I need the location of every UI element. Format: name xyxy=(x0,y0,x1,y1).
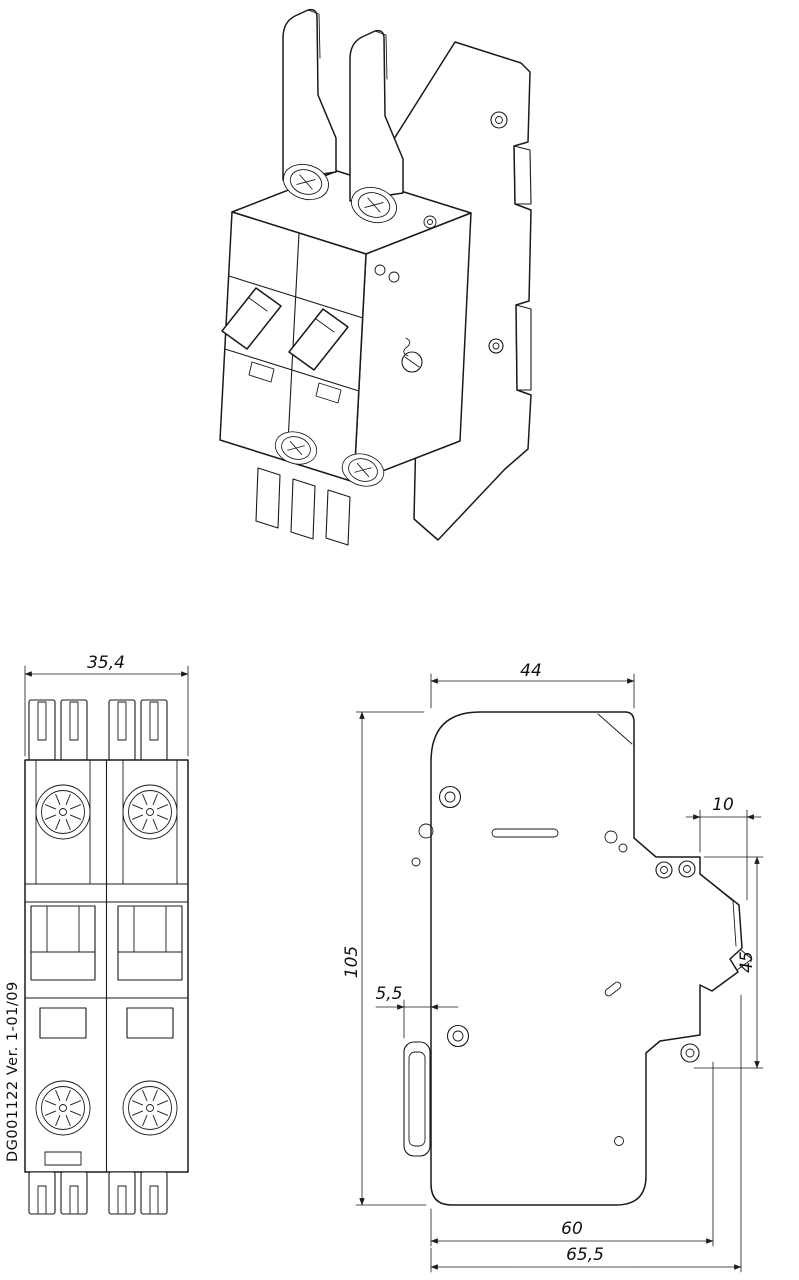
hole-right-1 xyxy=(604,830,618,844)
indicator-hole-1 xyxy=(374,264,386,276)
toggle-band-lines xyxy=(224,275,364,392)
dim-height-label: 105 xyxy=(342,946,362,978)
side-screw-slot xyxy=(404,356,420,368)
mount-hole-bottom-inner xyxy=(492,342,500,350)
side-hole-inner xyxy=(427,219,433,225)
hole-bottom-right xyxy=(680,1043,700,1063)
dim-foot-offset: 5,5 xyxy=(375,984,459,1039)
indicator-hole-2 xyxy=(388,271,400,283)
din-slider-tab-inner xyxy=(408,1051,426,1147)
side-view xyxy=(403,711,753,1206)
mount-hole-top xyxy=(490,111,508,129)
dim-din-rail-height: 45 xyxy=(693,856,764,1069)
toggle-lever-2-rib xyxy=(315,318,335,333)
front-toggle-zone xyxy=(24,905,189,999)
dim-top-depth: 44 xyxy=(430,661,635,709)
side-screw-boss xyxy=(401,351,423,373)
din-rivet-2 xyxy=(678,860,696,878)
front-top-prongs xyxy=(28,699,168,763)
document-code: DG001122 Ver. 1-01/09 xyxy=(5,981,21,1162)
rivet-top xyxy=(438,785,462,809)
spring-mark xyxy=(403,337,411,357)
dim-base-depth-label: 60 xyxy=(561,1219,583,1239)
rivet-bottom xyxy=(446,1024,470,1048)
label-window-right xyxy=(126,1007,174,1039)
din-clip-upper xyxy=(513,145,532,205)
angled-slot xyxy=(604,981,622,997)
toggle-lever-2 xyxy=(288,308,349,371)
front-view xyxy=(24,699,189,1215)
dim-front-width: 35,4 xyxy=(24,653,189,757)
isometric-view xyxy=(219,8,532,546)
body-side-face xyxy=(353,212,472,483)
dim-overall-depth-label: 65,5 xyxy=(566,1245,604,1265)
dim-foot-offset-label: 5,5 xyxy=(375,984,402,1004)
bottom-prongs xyxy=(255,467,351,546)
dim-din-rail-height-label: 45 xyxy=(737,951,757,973)
side-hole xyxy=(423,215,437,229)
hole-bottom-right-inner xyxy=(685,1048,695,1058)
din-rivet-2-inner xyxy=(683,865,691,873)
toggle-lever-1-rib xyxy=(248,297,268,312)
dim-din-claw-width-label: 10 xyxy=(712,795,734,815)
fin-pole1-edge xyxy=(307,9,321,59)
side-body-outline xyxy=(430,711,743,1206)
terminal-walls xyxy=(35,759,178,885)
dim-height: 105 xyxy=(342,711,427,1206)
dim-top-depth-label: 44 xyxy=(520,661,542,681)
rivet-top-inner xyxy=(444,791,456,803)
dim-front-width-label: 35,4 xyxy=(87,653,125,673)
dim-base-depth: 60 xyxy=(430,1061,714,1247)
hole-bottom-mid xyxy=(614,1136,624,1146)
rivet-bottom-inner xyxy=(452,1030,464,1042)
label-window-left xyxy=(39,1007,87,1039)
dim-overall-depth: 65,5 xyxy=(430,994,742,1273)
toggle-lever-1 xyxy=(221,287,282,350)
fin-pole2 xyxy=(349,29,404,202)
dimension-annotations: 35,4 44 105 10 45 xyxy=(24,653,764,1273)
vent-slot xyxy=(491,828,559,838)
front-bottom-prongs xyxy=(28,1171,168,1215)
din-claw-spring xyxy=(699,873,753,971)
din-rivet-1 xyxy=(655,861,673,879)
corner-chamfer-line xyxy=(597,713,633,745)
mount-hole-bottom xyxy=(488,338,504,354)
hole-left-2 xyxy=(411,857,421,867)
latch-windows xyxy=(248,361,342,404)
hole-left-1 xyxy=(418,823,434,839)
hole-right-2 xyxy=(618,843,628,853)
din-rivet-1-inner xyxy=(660,866,668,874)
din-clip-lower xyxy=(515,304,532,391)
dim-din-claw-width: 10 xyxy=(685,795,762,901)
din-slider-tab xyxy=(403,1041,431,1157)
mount-hole-top-inner xyxy=(495,116,503,124)
fin-pole1 xyxy=(282,8,337,181)
bottom-slot xyxy=(44,1151,82,1166)
terminal-zone-lines xyxy=(24,883,189,903)
